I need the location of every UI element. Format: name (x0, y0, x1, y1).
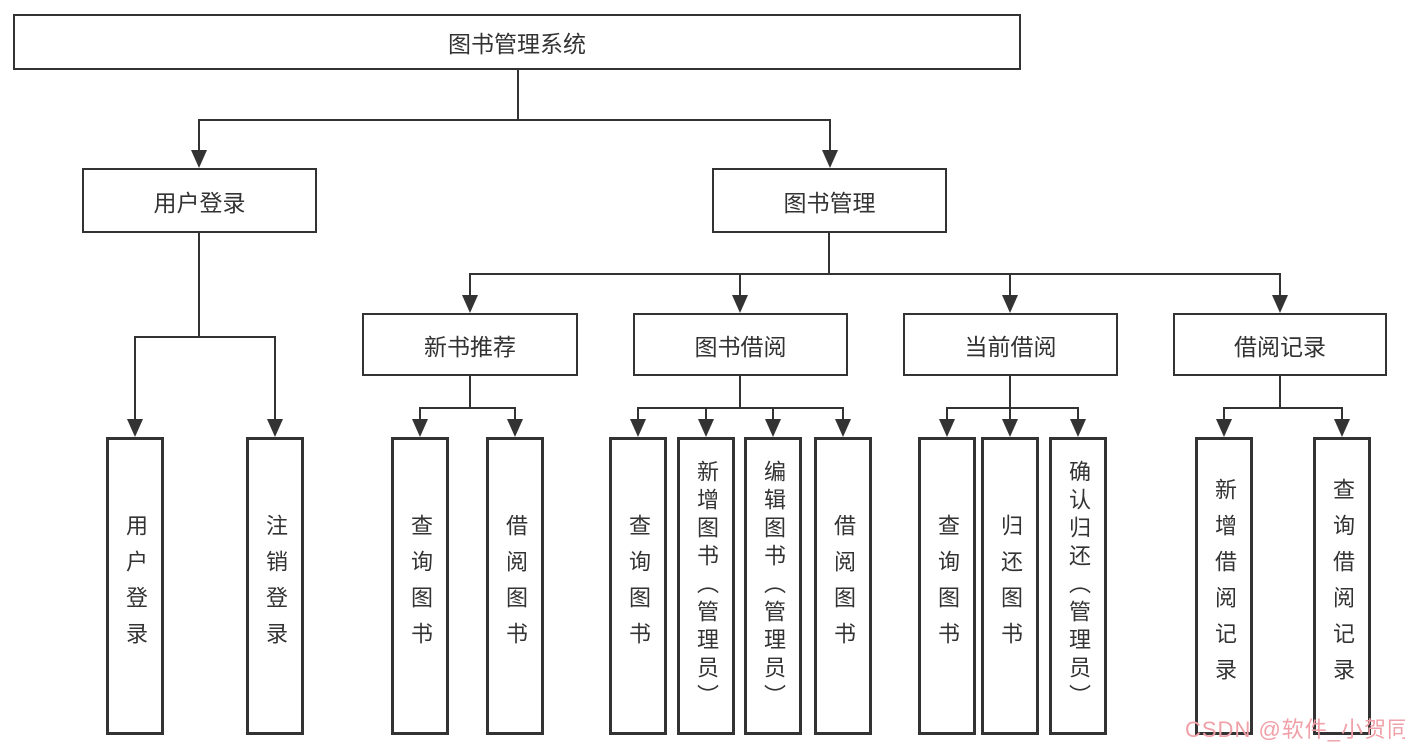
arrow-down-icon (1002, 419, 1018, 437)
connector-line (469, 376, 471, 407)
node-user-login: 用户登录 (82, 168, 317, 233)
leaf-query-book: 查询图书 (609, 437, 667, 735)
arrow-down-icon (1070, 419, 1086, 437)
node-borrow-records: 借阅记录 (1173, 313, 1387, 376)
connector-line (1279, 273, 1281, 297)
connector-line (419, 407, 421, 421)
arrow-down-icon (191, 150, 207, 168)
arrow-down-icon (939, 419, 955, 437)
leaf-return-book: 归还图书 (981, 437, 1039, 735)
arrow-down-icon (507, 419, 523, 437)
arrow-down-icon (822, 150, 838, 168)
leaf-user-login: 用户登录 (106, 437, 164, 735)
leaf-query-book: 查询图书 (918, 437, 976, 735)
connector-line (1009, 376, 1011, 407)
arrow-down-icon (835, 419, 851, 437)
node-root: 图书管理系统 (13, 14, 1021, 70)
leaf-logout: 注销登录 (246, 437, 304, 735)
connector-line (1077, 407, 1079, 421)
connector-line (637, 407, 844, 409)
connector-line (946, 407, 948, 421)
arrow-down-icon (732, 295, 748, 313)
node-book-management: 图书管理 (712, 168, 947, 233)
connector-line (274, 336, 276, 421)
connector-line (1223, 407, 1225, 421)
connector-line (198, 119, 831, 121)
arrow-down-icon (1216, 419, 1232, 437)
csdn-watermark: CSDN @软件_小贺同学 (1185, 717, 1405, 742)
leaf-query-borrow-record: 查询借阅记录 (1313, 437, 1371, 735)
connector-line (637, 407, 639, 421)
connector-line (1279, 376, 1281, 407)
node-book-borrow: 图书借阅 (633, 313, 848, 376)
connector-line (1009, 273, 1011, 297)
connector-line (705, 407, 707, 421)
arrow-down-icon (630, 419, 646, 437)
connector-line (514, 407, 516, 421)
arrow-down-icon (1002, 295, 1018, 313)
connector-line (134, 336, 136, 421)
connector-line (419, 407, 516, 409)
arrow-down-icon (698, 419, 714, 437)
arrow-down-icon (1272, 295, 1288, 313)
connector-line (517, 70, 519, 119)
connector-line (1341, 407, 1343, 421)
leaf-edit-book-admin: 编辑图书（管理员） (744, 437, 802, 735)
leaf-query-book: 查询图书 (391, 437, 449, 735)
connector-line (772, 407, 774, 421)
leaf-confirm-return-admin: 确认归还（管理员） (1049, 437, 1107, 735)
connector-line (828, 233, 830, 273)
arrow-down-icon (1334, 419, 1350, 437)
leaf-add-book-admin: 新增图书（管理员） (677, 437, 735, 735)
connector-line (842, 407, 844, 421)
connector-line (1009, 407, 1011, 421)
node-new-book-recommend: 新书推荐 (362, 313, 578, 376)
connector-line (469, 273, 1281, 275)
connector-line (1223, 407, 1342, 409)
connector-line (198, 233, 200, 336)
node-current-borrow: 当前借阅 (903, 313, 1118, 376)
leaf-add-borrow-record: 新增借阅记录 (1195, 437, 1253, 735)
arrow-down-icon (412, 419, 428, 437)
arrow-down-icon (765, 419, 781, 437)
connector-line (134, 336, 276, 338)
leaf-borrow-book: 借阅图书 (814, 437, 872, 735)
leaf-borrow-book: 借阅图书 (486, 437, 544, 735)
connector-line (469, 273, 471, 297)
connector-line (829, 119, 831, 152)
arrow-down-icon (127, 419, 143, 437)
connector-line (198, 119, 200, 152)
arrow-down-icon (462, 295, 478, 313)
arrow-down-icon (267, 419, 283, 437)
connector-line (946, 407, 1078, 409)
connector-line (739, 273, 741, 297)
connector-line (739, 376, 741, 407)
